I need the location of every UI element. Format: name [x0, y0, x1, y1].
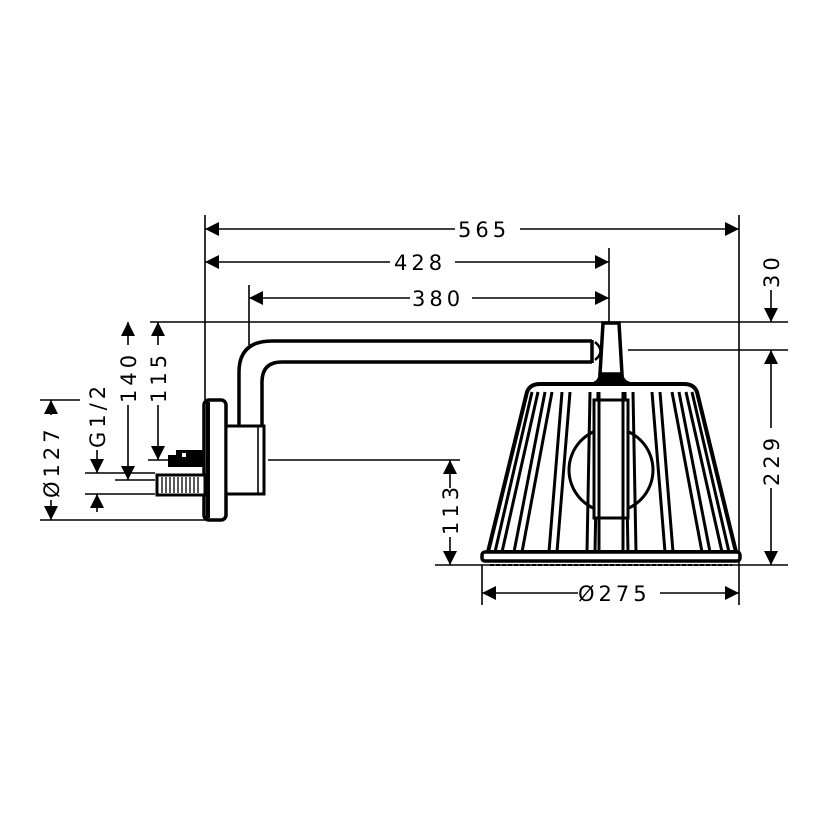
dimension-115: 115: [147, 322, 171, 460]
dim-label-380: 380: [412, 287, 464, 311]
dim-label-428: 428: [394, 251, 446, 275]
dimension-diameter-275: Ø275: [482, 582, 739, 606]
dimension-428: 428: [205, 251, 609, 275]
dimension-565: 565: [205, 218, 739, 242]
head-connector: [591, 321, 633, 386]
dimension-140: 140: [117, 322, 141, 480]
wall-flange: [202, 398, 266, 522]
shower-head-cage: [485, 382, 739, 554]
dimension-113: 113: [439, 460, 463, 565]
dimension-thread-g1-2: G1/2: [86, 382, 110, 512]
dimension-380: 380: [249, 287, 609, 311]
dimension-diameter-127: Ø127: [40, 400, 64, 520]
dim-label-thread: G1/2: [86, 382, 110, 448]
dim-label-229: 229: [760, 434, 784, 486]
dim-label-30: 30: [760, 253, 784, 288]
dim-label-140: 140: [117, 351, 141, 403]
dimension-30: 30: [760, 253, 784, 322]
dim-label-diameter-127: Ø127: [40, 425, 64, 498]
dim-label-113: 113: [439, 483, 463, 535]
dim-label-diameter-275: Ø275: [578, 582, 651, 606]
threaded-connector: [155, 450, 207, 497]
dimension-229: 229: [760, 350, 784, 565]
shower-head-base-plate: [480, 550, 742, 566]
dim-label-565: 565: [458, 218, 510, 242]
dim-label-115: 115: [147, 351, 171, 403]
